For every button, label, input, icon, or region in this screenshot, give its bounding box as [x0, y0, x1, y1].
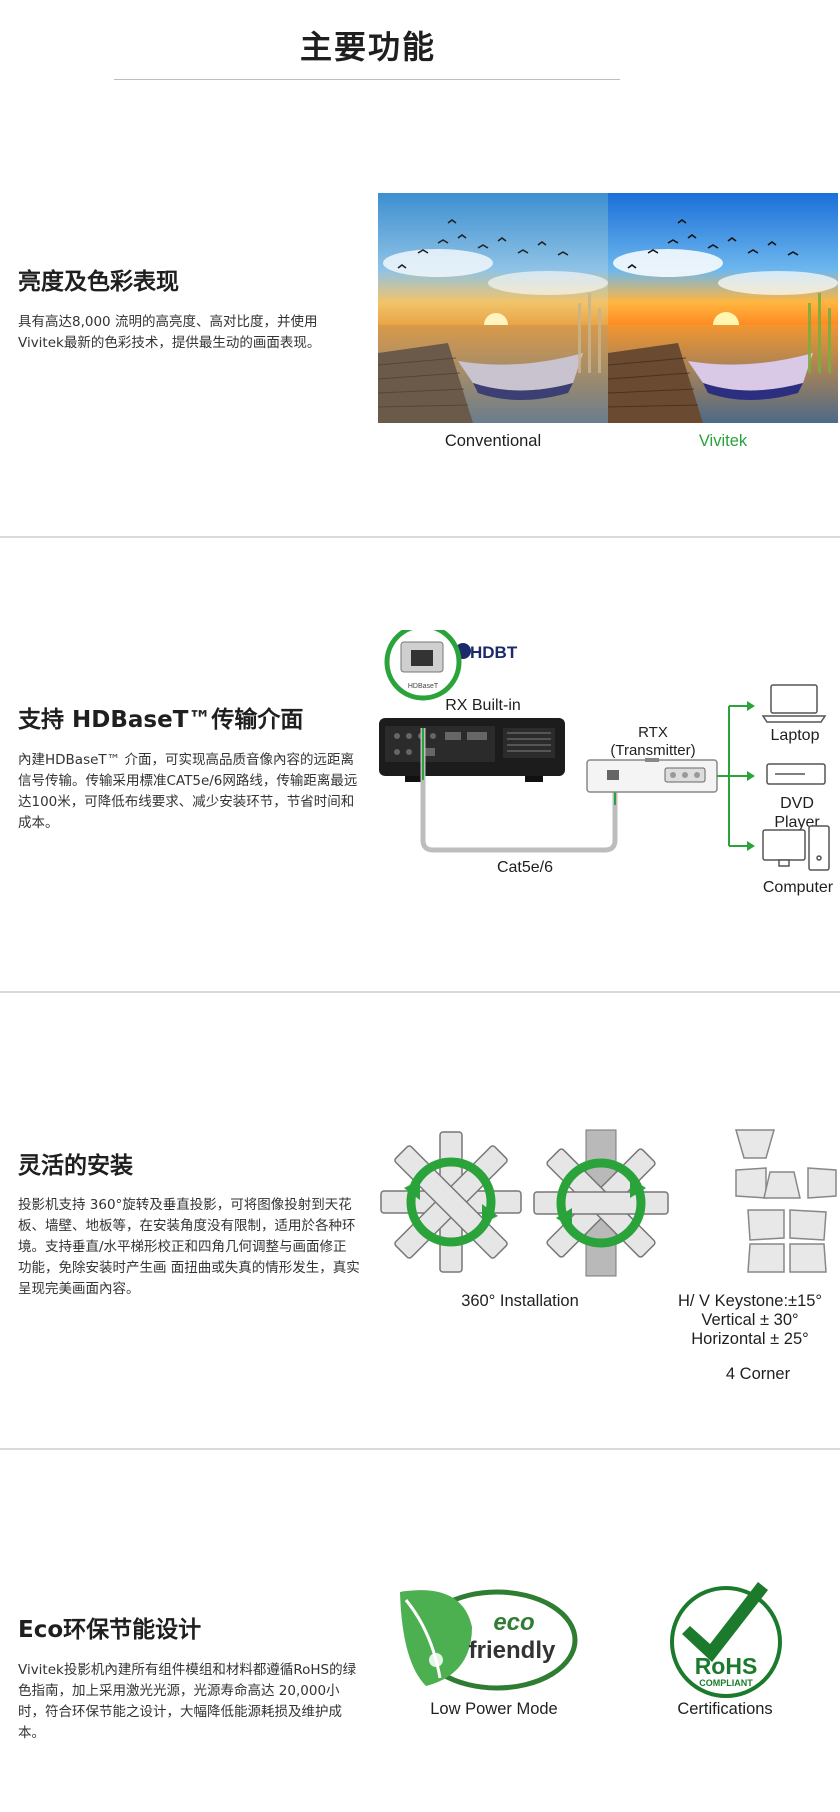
rohs-compliant-badge: RoHS COMPLIANT: [670, 1582, 782, 1698]
section-divider: [0, 991, 840, 993]
laptop-icon: [761, 684, 827, 723]
caption-vivitek: Vivitek: [698, 432, 748, 450]
keystone-shapes-icon: [735, 1129, 837, 1273]
caption-360-installation: 360° Installation: [461, 1292, 579, 1310]
section-divider: [0, 1448, 840, 1450]
caption-vertical: Vertical ± 30°: [701, 1311, 799, 1329]
section-title-installation: 灵活的安装: [18, 1153, 133, 1179]
caption-conventional: Conventional: [444, 432, 542, 450]
section-divider: [0, 536, 840, 538]
friendly-text: friendly: [469, 1637, 556, 1664]
port-label: HDBaseT: [408, 683, 439, 690]
dvd-label: DVD: [780, 795, 814, 812]
cable-line: [420, 728, 618, 853]
rtx-sublabel: (Transmitter): [610, 742, 695, 759]
rx-label: RX Built-in: [445, 697, 521, 714]
computer-label: Computer: [763, 879, 834, 896]
caption-4-corner: 4 Corner: [725, 1365, 791, 1383]
compliant-text: COMPLIANT: [699, 1678, 753, 1688]
rotation-360-icon: [380, 1131, 522, 1273]
photo-conventional: [378, 193, 608, 423]
caption-horizontal: Horizontal ± 25°: [691, 1330, 809, 1348]
transmitter-icon: [586, 758, 718, 793]
dvd-player-icon: [766, 763, 826, 785]
page-title: 主要功能: [299, 28, 436, 66]
laptop-label: Laptop: [771, 727, 820, 744]
section-title-hdbaset: 支持 HDBaseT™传输介面: [18, 707, 304, 733]
caption-certifications: Certifications: [677, 1700, 773, 1718]
section-text-hdbaset: 內建HDBaseT™ 介面，可实现高品质音像內容的远距离信号传输。传输采用標准C…: [18, 752, 358, 831]
eco-friendly-badge: eco friendly: [400, 1589, 578, 1691]
photo-vivitek: [608, 193, 838, 423]
projector-icon: [379, 718, 565, 782]
rtx-label: RTX: [638, 724, 668, 741]
rohs-text: RoHS: [695, 1653, 758, 1679]
installation-graphics: [380, 1129, 837, 1277]
computer-icon: [762, 825, 830, 871]
section-text-installation: 投影机支持 360°旋转及垂直投影，可将图像投射到天花板、墙壁、地板等，在安装角…: [18, 1197, 360, 1297]
hdbt-logo-text: HDBT: [470, 643, 518, 662]
section-title-brightness: 亮度及色彩表现: [18, 269, 179, 295]
caption-low-power-mode: Low Power Mode: [430, 1700, 558, 1718]
section-text-eco: Vivitek投影机內建所有组件模组和材料都遵循RoHS的绿色指南，加上采用激光…: [18, 1662, 357, 1741]
hdbaset-diagram: HDBT HDBaseT RX Built-in Cat5e/6 RTX (Tr…: [379, 630, 834, 896]
output-arrows: [717, 701, 755, 851]
section-title-eco: Eco环保节能设计: [18, 1617, 202, 1643]
cable-label: Cat5e/6: [497, 859, 553, 876]
title-divider: [114, 79, 620, 80]
eco-text: eco: [493, 1609, 534, 1636]
caption-keystone: H/ V Keystone:±15°: [677, 1292, 823, 1310]
vertical-rotation-icon: [533, 1129, 669, 1277]
hdbt-logo: HDBT: [455, 643, 518, 662]
section-text-brightness: 具有高达8,000 流明的高亮度、高对比度，并使用Vivitek最新的色彩技术，…: [18, 314, 321, 351]
